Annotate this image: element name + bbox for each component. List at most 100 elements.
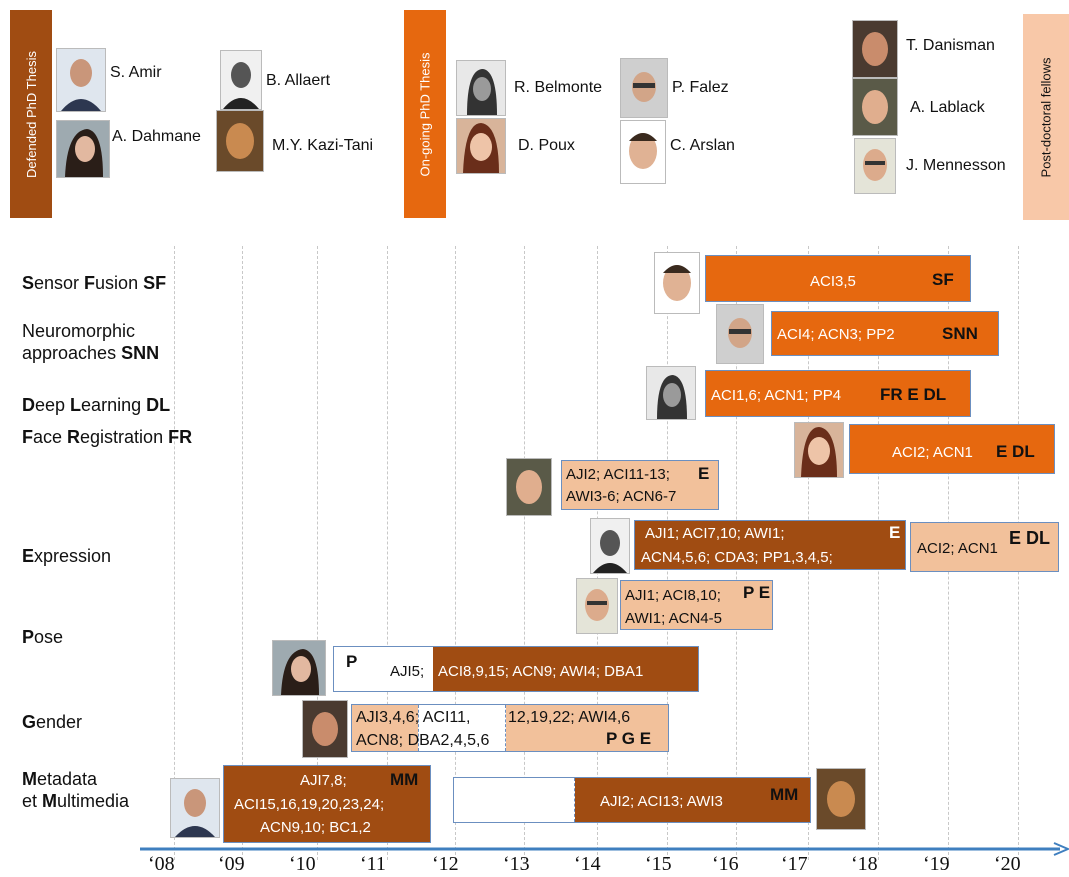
bar-gender-line1a: AJI3,4,6; ACI11, [356,709,471,726]
bar-face-registration-text: ACI2; ACN1 [892,444,973,461]
name-kazitani: M.Y. Kazi-Tani [272,137,374,154]
postdoc-label: Post-doctoral fellows [1023,14,1069,220]
portrait-allaert [220,50,262,110]
bar-pose-dahmane-dark-text: ACI8,9,15; ACN9; AWI4; DBA1 [438,663,644,680]
bar-pose-mennesson-line2: AWI1; ACN4-5 [625,610,722,627]
portrait-allaert-row [590,518,630,574]
bar-expression-lablack-tag: E [698,464,710,483]
name-danisman: T. Danisman [906,37,995,54]
gridline-11 [387,246,388,860]
bar-expression-postdoc-text: ACI2; ACN1 [917,540,998,557]
bar-expression-postdoc-tag: E DL [1009,528,1051,548]
gridline-08 [174,246,175,860]
year-08: ‘08 [148,853,175,875]
name-dahmane: A. Dahmane [112,128,201,145]
bar-metadata-amir-tag: MM [390,770,419,789]
year-15: ‘15 [645,853,672,875]
bar-pose-dahmane-white-text: AJI5; [390,663,425,680]
bar-metadata-amir-line3: ACN9,10; BC1,2 [260,819,371,836]
gridline-10 [317,246,318,860]
portrait-lablack-header [852,78,898,136]
bar-neuromorphic-tag: SNN [942,324,978,343]
bar-metadata-kazitani: AJI2; ACI13; AWI3 MM [453,777,811,823]
bar-metadata-kazitani-white-segment [454,778,575,822]
year-13: ‘13 [503,853,530,875]
year-11: ‘11 [360,853,386,875]
portrait-mennesson-row [576,578,618,634]
topic-expression: Expression [22,546,112,566]
year-18: ‘18 [851,853,878,875]
portrait-mennesson-header [854,138,896,194]
bar-expression-allaert-line2: ACN4,5,6; CDA3; PP1,3,4,5; [641,549,833,566]
topic-sensor-fusion: Sensor Fusion SF [22,273,167,293]
portrait-amir-row [170,778,220,838]
bar-pose-mennesson-tag: P E [743,583,771,602]
bar-gender: AJI3,4,6; ACI11, 12,19,22; AWI4,6 ACN8; … [351,704,669,752]
portrait-kazitani-row [816,768,866,830]
name-belmonte: R. Belmonte [514,79,603,96]
year-12: ‘12 [432,853,459,875]
portrait-arslan-row [654,252,700,314]
bar-expression-lablack-line1: AJI2; ACI11-13; [566,466,670,483]
bar-expression-lablack-line2: AWI3-6; ACN6-7 [566,488,677,505]
name-allaert: B. Allaert [266,72,331,89]
bar-expression-postdoc: ACI2; ACN1 E DL [910,522,1059,572]
bar-metadata-kazitani-tag: MM [770,785,799,804]
year-09: ‘09 [218,853,245,875]
name-lablack: A. Lablack [910,99,985,116]
bar-expression-allaert-tag: E [889,523,901,542]
bar-pose-mennesson: AJI1; ACI8,10; P E AWI1; ACN4-5 [620,580,773,630]
defended-phd-label: Defended PhD Thesis [10,10,52,218]
bar-neuromorphic-text: ACI4; ACN3; PP2 [777,326,895,343]
year-17: ‘17 [781,853,808,875]
topic-pose: Pose [22,627,64,647]
bar-sensor-fusion-text: ACI3,5 [810,273,856,290]
portrait-falez [620,58,668,118]
gridline-12 [455,246,456,860]
bar-gender-white-segment [418,705,506,751]
bar-pose-dahmane-white-segment [334,647,433,691]
bar-deep-learning-text: ACI1,6; ACN1; PP4 [711,387,842,404]
gridline-09 [242,246,243,860]
bar-expression-lablack: AJI2; ACI11-13; E AWI3-6; ACN6-7 [561,460,719,510]
bar-metadata-amir-line2: ACI15,16,19,20,23,24; [234,796,385,813]
bar-metadata-amir: AJI7,8; MM ACI15,16,19,20,23,24; ACN9,10… [223,765,431,843]
topic-face-registration: Face Registration FR [22,427,193,447]
bar-face-registration-tag: E DL [996,442,1035,461]
bar-sensor-fusion-tag: SF [932,270,954,289]
gridline-13 [524,246,525,860]
topic-gender: Gender [22,712,83,732]
time-axis [140,842,1069,856]
bar-metadata-amir-line1: AJI7,8; [300,772,347,789]
bar-pose-dahmane: P AJI5; ACI8,9,15; ACN9; AWI4; DBA1 [333,646,699,692]
name-falez: P. Falez [672,79,729,96]
bar-deep-learning-tag: FR E DL [880,385,947,404]
portrait-arslan-header [620,120,666,184]
portrait-poux-row [794,422,844,478]
bar-gender-line2: ACN8; DBA2,4,5,6 [356,732,490,749]
topic-deep-learning: Deep Learning DL [22,395,171,415]
portrait-kazitani [216,110,264,172]
bar-expression-allaert-line1: AJI1; ACI7,10; AWI1; [645,525,785,542]
name-mennesson: J. Mennesson [906,157,1006,174]
portrait-danisman-row [302,700,348,758]
portrait-belmonte [456,60,506,116]
bar-pose-mennesson-line1: AJI1; ACI8,10; [625,587,721,604]
bar-pose-dahmane-tag: P [346,652,358,671]
year-19: ‘19 [923,853,950,875]
bar-gender-line1b: 12,19,22; AWI4,6 [508,709,631,726]
name-poux: D. Poux [518,137,575,154]
portrait-danisman [852,20,898,78]
year-14: ‘14 [574,853,601,875]
bar-gender-tag: P G E [606,729,652,748]
portrait-falez-row [716,304,764,364]
portrait-belmonte-row [646,366,696,420]
bar-metadata-kazitani-text: AJI2; ACI13; AWI3 [600,793,723,810]
bar-deep-learning: ACI1,6; ACN1; PP4 FR E DL [705,370,971,417]
portrait-dahmane-row [272,640,326,696]
bar-neuromorphic: ACI4; ACN3; PP2 SNN [771,311,999,356]
name-arslan: C. Arslan [670,137,735,154]
portrait-amir [56,48,106,112]
year-10: ‘10 [289,853,316,875]
